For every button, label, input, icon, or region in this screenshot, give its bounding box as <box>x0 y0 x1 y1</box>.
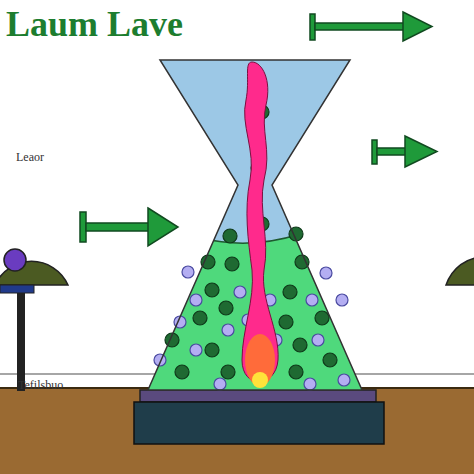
light-bubble <box>190 344 202 356</box>
light-bubble <box>182 266 194 278</box>
lamp-bulb <box>4 249 26 271</box>
diagram-title: Laum Lave <box>6 4 183 44</box>
dark-bubble <box>201 255 215 269</box>
dark-bubble <box>283 285 297 299</box>
heater-plate <box>140 390 376 402</box>
arrow-head <box>403 12 432 41</box>
light-bubble <box>190 294 202 306</box>
light-bubble <box>336 294 348 306</box>
dark-bubble <box>175 365 189 379</box>
lava-blob <box>242 62 278 382</box>
arrow-shaft <box>86 223 150 231</box>
light-bubble <box>234 286 246 298</box>
dark-bubble <box>225 257 239 271</box>
dark-bubble <box>323 353 337 367</box>
light-bubble <box>338 374 350 386</box>
dark-bubble <box>221 365 235 379</box>
flask-outline <box>148 60 362 390</box>
arrow-shaft <box>315 23 405 30</box>
light-bubble <box>214 378 226 390</box>
dark-bubble <box>193 311 207 325</box>
dark-bubble <box>279 315 293 329</box>
dark-bubble <box>315 311 329 325</box>
lamp-shade <box>446 257 474 285</box>
light-bubble <box>320 267 332 279</box>
light-bubble <box>222 324 234 336</box>
light-bubble <box>306 294 318 306</box>
light-bubble <box>312 334 324 346</box>
dark-bubble <box>295 255 309 269</box>
dark-bubble <box>223 229 237 243</box>
arrow-tail-bar <box>80 212 86 242</box>
arrow-head <box>148 208 178 246</box>
arrow-head <box>405 136 437 167</box>
lamp-pole <box>17 293 25 391</box>
part-label: Tefilsbuo <box>18 378 63 392</box>
floor <box>0 388 474 474</box>
dark-bubble <box>205 343 219 357</box>
light-bubble <box>304 378 316 390</box>
part-label: Leaor <box>16 150 44 164</box>
dark-bubble <box>289 365 303 379</box>
arrow-shaft <box>377 148 407 155</box>
lamp-collar <box>0 285 34 293</box>
dark-bubble <box>219 301 233 315</box>
arrow-group <box>80 12 437 246</box>
flame-core <box>252 372 268 388</box>
dark-bubble <box>293 338 307 352</box>
dark-bubble <box>205 283 219 297</box>
lamp-base <box>134 402 384 444</box>
